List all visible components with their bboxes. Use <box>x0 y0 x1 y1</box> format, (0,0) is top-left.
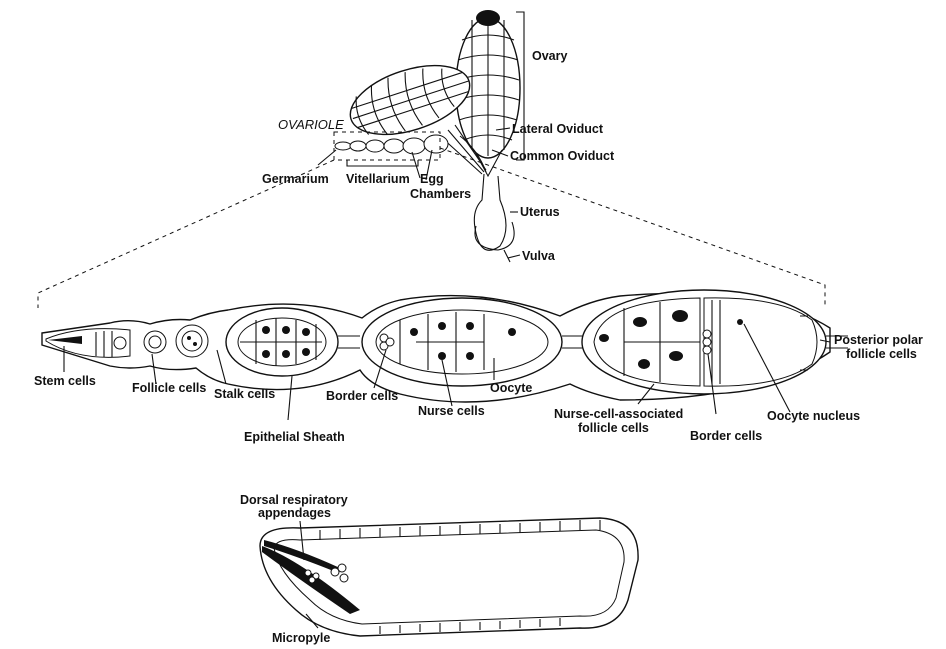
label-ovariole: OVARIOLE <box>278 117 344 132</box>
label-nurse-assoc-2: follicle cells <box>578 421 649 435</box>
label-follicle-cells: Follicle cells <box>132 381 206 395</box>
label-posterior-1: Posterior polar <box>834 333 923 347</box>
label-chambers: Chambers <box>410 187 471 201</box>
ovariole-detail: Stem cells Follicle cells Stalk cells Ep… <box>34 290 923 444</box>
label-oocyte: Oocyte <box>490 381 532 395</box>
label-vitellarium: Vitellarium <box>346 172 410 186</box>
label-egg: Egg <box>420 172 444 186</box>
label-nurse-assoc-1: Nurse-cell-associated <box>554 407 683 421</box>
label-border-cells-1: Border cells <box>326 389 398 403</box>
ovariole-strand <box>335 135 448 154</box>
label-uterus: Uterus <box>520 205 560 219</box>
label-dorsal-1: Dorsal respiratory <box>240 493 348 507</box>
label-dorsal-2: appendages <box>258 506 331 520</box>
label-stalk-cells: Stalk cells <box>214 387 275 401</box>
label-common-oviduct: Common Oviduct <box>510 149 615 163</box>
label-lateral-oviduct: Lateral Oviduct <box>512 122 604 136</box>
common-oviduct <box>474 174 506 250</box>
label-germarium: Germarium <box>262 172 329 186</box>
label-epithelial-sheath: Epithelial Sheath <box>244 430 345 444</box>
label-stem-cells: Stem cells <box>34 374 96 388</box>
mature-egg: Dorsal respiratory appendages Micropyle <box>240 493 638 645</box>
label-border-cells-2: Border cells <box>690 429 762 443</box>
egg-chamber-b <box>362 298 562 386</box>
label-micropyle: Micropyle <box>272 631 330 645</box>
label-oocyte-nucleus: Oocyte nucleus <box>767 409 860 423</box>
label-nurse-cells: Nurse cells <box>418 404 485 418</box>
label-posterior-2: follicle cells <box>846 347 917 361</box>
egg-chamber-a <box>226 308 338 376</box>
label-vulva: Vulva <box>522 249 556 263</box>
ovary-overview: Ovary OVARIOLE Germarium Vitellarium Egg… <box>262 10 615 263</box>
zoom-line-right <box>440 148 825 308</box>
egg-chamber-c <box>582 290 826 394</box>
label-ovary: Ovary <box>532 49 567 63</box>
